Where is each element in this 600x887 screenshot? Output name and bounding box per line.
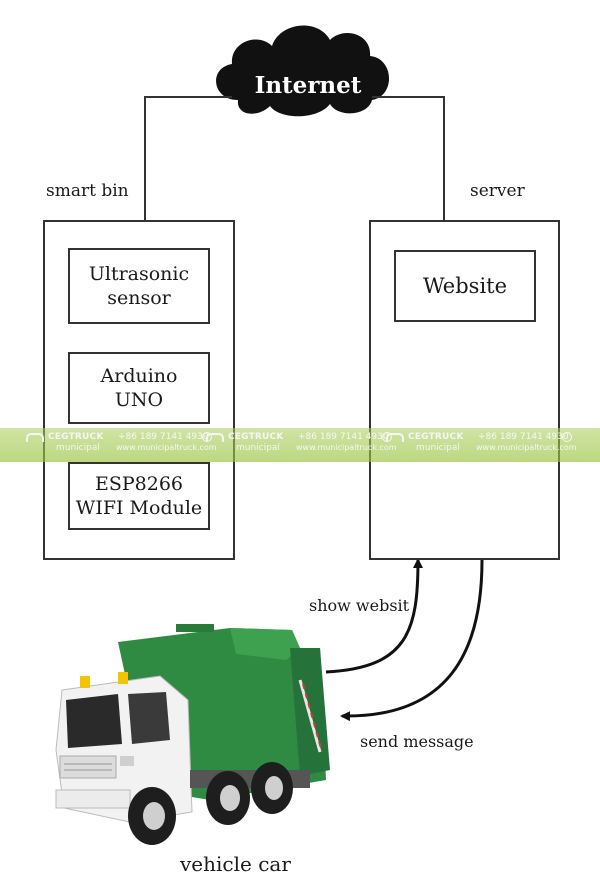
watermark-phone: +86 189 7141 4930 (118, 432, 209, 442)
watermark-phone: +86 189 7141 4930 (478, 432, 569, 442)
watermark-block: CEGTRUCK municipal +86 189 7141 4930 www… (206, 432, 397, 460)
watermark-brand: CEGTRUCK (408, 432, 464, 442)
ultrasonic-sensor-box: Ultrasonic sensor (68, 248, 210, 324)
brand-logo-icon (386, 433, 404, 442)
database-line1: data (477, 460, 511, 478)
send-message-arrow (340, 559, 484, 722)
arduino-line1: Arduino (100, 365, 178, 387)
database-label: data base (466, 459, 522, 499)
internet-cloud (216, 25, 390, 117)
vehicle-car-caption: vehicle car (180, 852, 291, 876)
watermark-brand: CEGTRUCK (48, 432, 104, 442)
esp8266-box: ESP8266 WIFI Module (68, 462, 210, 530)
server-label: server (470, 181, 525, 201)
show-website-caption: show websit (309, 596, 410, 615)
watermark-block: CEGTRUCK municipal +86 189 7141 4930 www… (386, 432, 577, 460)
arduino-uno-box: Arduino UNO (68, 352, 210, 424)
send-message-caption: send message (360, 732, 474, 751)
watermark-sub: municipal (56, 443, 100, 453)
watermark-site: www.municipaltruck.com (476, 443, 577, 452)
watermark-phone: +86 189 7141 4930 (298, 432, 389, 442)
watermark-brand: CEGTRUCK (228, 432, 284, 442)
whatsapp-icon (562, 432, 572, 442)
watermark-site: www.municipaltruck.com (116, 443, 217, 452)
watermark-sub: municipal (416, 443, 460, 453)
watermark-site: www.municipaltruck.com (296, 443, 397, 452)
brand-logo-icon (206, 433, 224, 442)
esp-line2: WIFI Module (75, 497, 203, 519)
internet-label: Internet (254, 72, 362, 99)
brand-logo-icon (26, 433, 44, 442)
internet-to-server-line (372, 96, 445, 221)
garbage-truck-image (55, 624, 330, 845)
watermark-banner: CEGTRUCK municipal +86 189 7141 4930 www… (0, 428, 600, 462)
website-box: Website (394, 250, 536, 322)
ultrasonic-sensor-line1: Ultrasonic (88, 263, 190, 285)
show-website-arrow (325, 558, 423, 674)
arduino-line2: UNO (114, 389, 164, 411)
smart-bin-label: smart bin (46, 181, 129, 201)
watermark-block: CEGTRUCK municipal +86 189 7141 4930 www… (26, 432, 217, 460)
esp-line1: ESP8266 (94, 473, 184, 495)
database-line2: base (476, 480, 512, 498)
website-label: Website (422, 274, 508, 298)
watermark-sub: municipal (236, 443, 280, 453)
internet-to-smartbin-line (144, 96, 232, 221)
ultrasonic-sensor-line2: sensor (107, 287, 171, 309)
